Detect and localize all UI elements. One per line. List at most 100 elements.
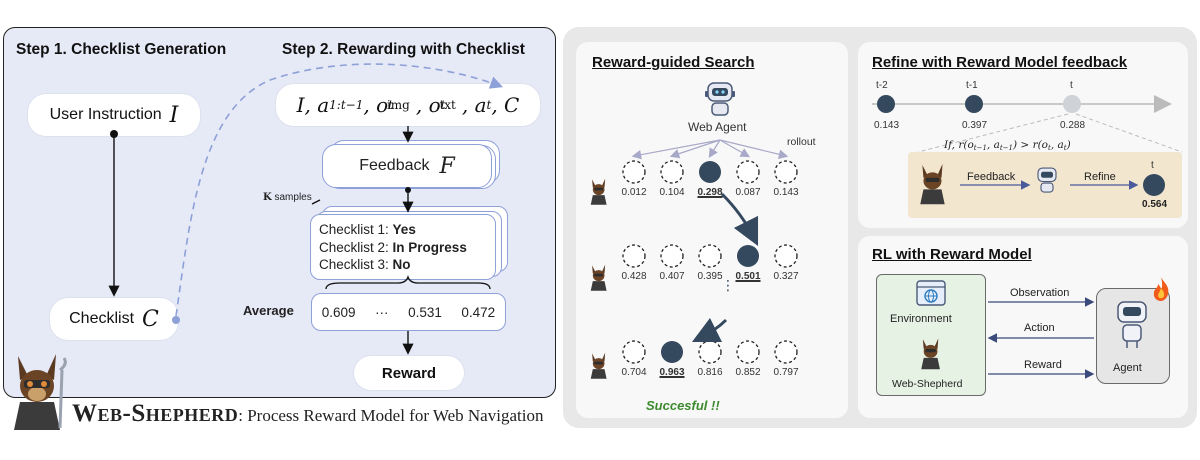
search-score: 0.407: [659, 271, 685, 282]
vertical-ellipsis: ⋮: [721, 278, 735, 294]
success-label: Succesful !!: [646, 398, 720, 413]
search-node-selected: [699, 161, 721, 183]
step-score-t-2: 0.143: [874, 120, 900, 131]
new-step-score: 0.564: [1142, 199, 1168, 210]
browser-globe-icon: [916, 280, 946, 306]
step-score-t: 0.288: [1060, 120, 1086, 131]
search-score: 0.143: [773, 187, 799, 198]
search-score: 0.852: [735, 367, 761, 378]
observation-label: Observation: [1010, 287, 1070, 299]
rollout-line: [669, 139, 721, 159]
checklist-item-1: Checklist 1: Yes: [319, 222, 416, 237]
k-samples-text: samples: [274, 192, 312, 203]
search-path-arrow-2: [691, 317, 728, 343]
search-score: 0.704: [621, 367, 647, 378]
shepherd-dog-icon: [921, 338, 940, 370]
step1-title: Step 1. Checklist Generation: [16, 41, 227, 58]
average-values-box: 0.609 ··· 0.531 0.472: [311, 293, 506, 331]
agent-robot-icon: [1037, 167, 1057, 193]
checklist-box: Checklist 1: Yes Checklist 2: In Progres…: [310, 214, 496, 280]
shepherd-dog-icon: [920, 163, 945, 205]
rollout-line: [631, 139, 721, 160]
timeline-node-t-1: [965, 95, 983, 113]
checklist-label: Checklist: [69, 310, 135, 327]
search-score: 0.298: [697, 187, 723, 198]
search-node: [660, 160, 684, 184]
new-step-label: t: [1151, 160, 1154, 171]
checklist-node: Checklist C: [50, 298, 178, 340]
reward-node: Reward: [354, 356, 464, 390]
step2-title: Step 2. Rewarding with Checklist: [282, 41, 525, 58]
search-node-selected: [737, 245, 759, 267]
search-node: [698, 340, 722, 364]
agent-robot-icon: [1117, 301, 1147, 348]
checklist-item-2: Checklist 2: In Progress: [319, 239, 467, 255]
step-score-t-1: 0.397: [962, 120, 988, 131]
average-value-2: 0.531: [408, 304, 442, 320]
search-score: 0.327: [773, 271, 799, 282]
refine-arrows: [960, 174, 1165, 196]
user-instruction-symbol: I: [169, 102, 179, 128]
search-node-selected: [661, 341, 683, 363]
timeline-node-t: [1063, 95, 1081, 113]
search-score: 0.963: [659, 367, 685, 378]
rl-title: RL with Reward Model: [872, 246, 1032, 263]
refine-timeline: If, r(ot−1, at−1) > r(ot, at): [872, 95, 1183, 153]
search-node: [736, 160, 760, 184]
brand-name: Web-Shepherd: [72, 400, 239, 427]
search-node: [698, 244, 722, 268]
search-score: 0.087: [735, 187, 761, 198]
reward-edge-label: Reward: [1024, 359, 1062, 371]
action-label: Action: [1024, 322, 1055, 334]
rollout-line: [708, 139, 721, 159]
checklist-item-3: Checklist 3: No: [319, 257, 411, 272]
timeline-node-t-2: [877, 95, 895, 113]
search-node: [774, 340, 798, 364]
search-score: 0.816: [697, 367, 723, 378]
average-value-1: 0.609: [321, 304, 356, 320]
user-instruction-node: User Instruction I: [28, 94, 200, 136]
search-score: 0.501: [735, 271, 761, 282]
step-label-t-2: t-2: [876, 80, 888, 91]
web-agent-robot-icon: [705, 82, 735, 116]
search-path-arrow-1: [720, 192, 759, 247]
feedback-symbol: F: [439, 153, 455, 179]
fire-icon: [1153, 277, 1169, 301]
k-samples-label: K samples: [263, 192, 312, 203]
shepherd-dog-icon: [590, 352, 607, 379]
rollout-line: [719, 139, 789, 159]
search-score: 0.012: [621, 187, 647, 198]
search-score: 0.395: [697, 271, 723, 282]
search-title: Reward-guided Search: [592, 54, 755, 71]
search-node: [774, 160, 798, 184]
refine-condition: If, r(ot−1, at−1) > r(ot, at): [943, 139, 1071, 152]
feedback-edge-label: Feedback: [967, 171, 1016, 183]
web-agent-label: Web Agent: [688, 120, 747, 134]
environment-label: Environment: [890, 313, 952, 325]
search-node: [660, 244, 684, 268]
k-symbol: K: [263, 192, 272, 203]
rollout-label: rollout: [787, 136, 816, 148]
rl-arrows: [987, 297, 1095, 379]
footer-title: Web-Shepherd: Process Reward Model for W…: [72, 400, 543, 428]
search-score: 0.797: [773, 367, 799, 378]
left-connectors: [108, 63, 504, 355]
shepherd-dog-icon: [590, 178, 607, 205]
shepherd-label: Web-Shepherd: [892, 378, 963, 390]
web-shepherd-logo-icon: [14, 354, 67, 430]
search-score: 0.428: [621, 271, 647, 282]
search-node: [622, 340, 646, 364]
refine-title: Refine with Reward Model feedback: [872, 54, 1128, 71]
brand-subtitle: : Process Reward Model for Web Navigatio…: [238, 406, 544, 425]
search-tree: ⋮: [622, 139, 798, 364]
feedback-box: Feedback F: [322, 144, 492, 188]
step-label-t: t: [1070, 80, 1073, 91]
user-instruction-label: User Instruction: [49, 106, 162, 123]
rollout-line: [719, 139, 751, 158]
search-node: [774, 244, 798, 268]
step-label-t-1: t-1: [966, 80, 978, 91]
search-node: [622, 244, 646, 268]
search-node: [622, 160, 646, 184]
average-value-3: 0.472: [461, 304, 496, 320]
